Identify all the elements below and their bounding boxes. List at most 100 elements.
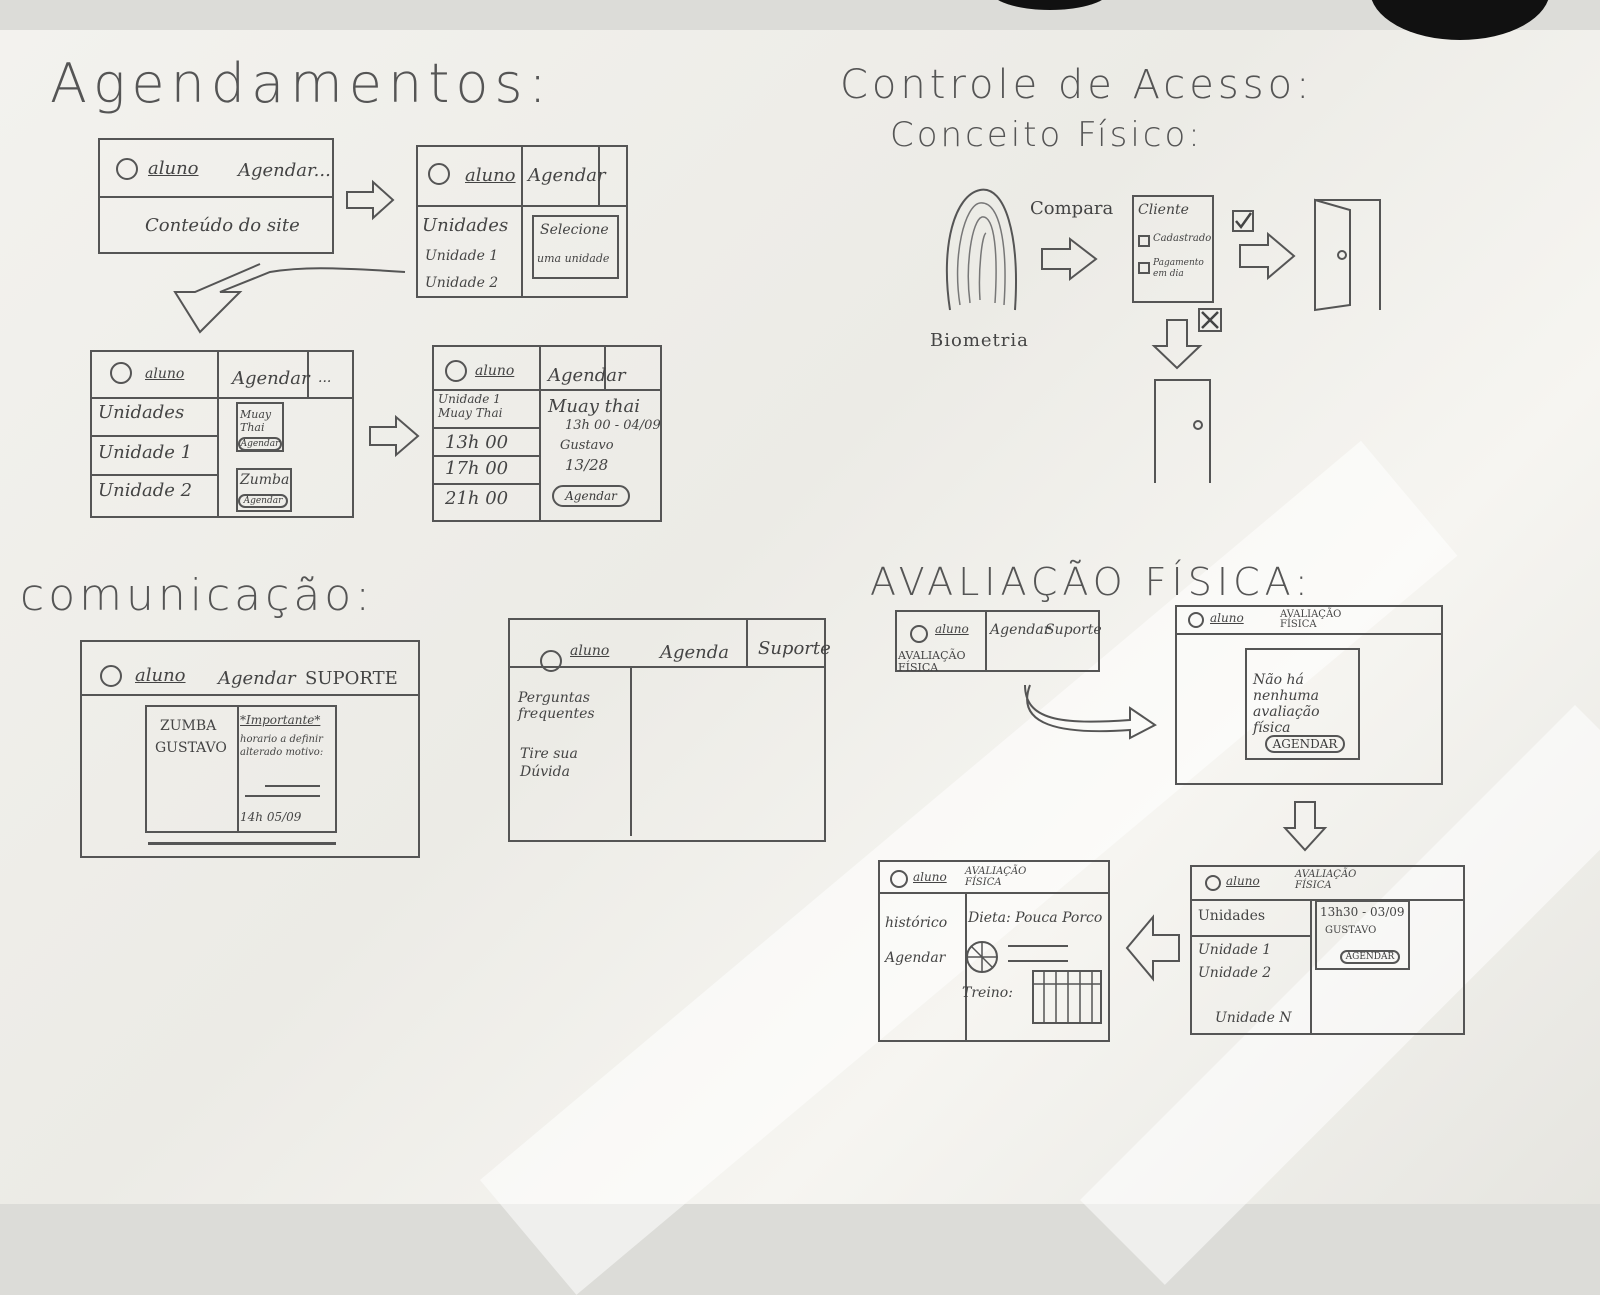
agendar-menu[interactable]: Agendar [218,668,296,689]
agendar-menu[interactable]: Agendar [548,365,626,386]
agendar-button[interactable]: Agendar [552,485,630,507]
treino-label: Treino: [962,985,1013,1001]
slot-17h[interactable]: 17h 00 [445,458,509,479]
unidade-2-item[interactable]: Unidade 2 [1198,965,1272,981]
agendar-button[interactable]: Agendar [238,494,288,508]
aluno-link[interactable]: aluno [570,643,610,659]
unidades-dropdown[interactable]: Unidades [1198,908,1266,924]
unidade-1-item[interactable]: Unidade 1 [98,442,193,463]
tire-duvida[interactable]: Tire sua Dúvida [520,746,578,780]
table-grid-icon [1032,970,1102,1024]
agendar-menu[interactable]: Agendar [885,950,946,966]
unidade-1-item[interactable]: Unidade 1 [1198,942,1272,958]
zumba-label: Zumba [240,472,290,488]
aluno-link[interactable]: aluno [135,665,186,686]
empty-state-card [1245,648,1360,760]
nao-ha-text: Não há nenhuma avaliação física [1253,672,1320,736]
arrow-left-icon [1125,914,1180,982]
agendar-button[interactable]: AGENDAR [1340,950,1400,964]
slot-21h[interactable]: 21h 00 [445,488,509,509]
arrow-right-icon [369,414,420,458]
arrow-right-icon [346,179,395,221]
dieta-label: Dieta: Pouca Porco [968,910,1103,926]
heading-comunicacao: comunicação: [20,570,375,621]
text-line [245,795,320,797]
heading-controle-acesso: Controle de Acesso: [840,62,1314,108]
detail-time: 13h 00 - 04/09 [565,418,661,433]
muay-thai-label: Muay Thai [240,408,272,434]
perguntas-frequentes[interactable]: Perguntas frequentes [518,690,595,722]
agend-screen-modalidades [90,350,354,518]
selecione-label: Selecione [540,222,609,238]
suporte-menu[interactable]: Suporte [1045,622,1102,638]
agendar-menu[interactable]: Agendar [990,622,1051,638]
aluno-link[interactable]: aluno [145,366,185,382]
check-icon [1232,210,1254,232]
more-menu[interactable]: ... [318,370,332,386]
aluno-link[interactable]: aluno [475,363,515,379]
avatar-icon [428,163,450,185]
arrow-down-icon [1282,801,1328,852]
door-open-icon [1314,198,1381,312]
agendar-button[interactable]: Agendar [238,437,282,451]
avaliacao-fisica-title: AVALIAÇÃO FÍSICA [1280,609,1342,630]
importante-label: *Importante* [240,713,321,727]
unidades-dropdown[interactable]: Unidades [98,402,185,423]
heading-conceito-fisico: Conceito Físico: [890,115,1203,155]
zumba-label: ZUMBA [160,718,217,734]
avatar-icon [540,650,562,672]
agendar-menu[interactable]: Agendar [528,165,606,186]
slot-professor: GUSTAVO [1325,925,1377,936]
curved-arrow-icon [173,263,406,334]
avatar-icon [1188,612,1204,628]
unidade-1-muay-header: Unidade 1 Muay Thai [438,392,503,420]
agendar-button[interactable]: AGENDAR [1265,735,1345,753]
aluno-link[interactable]: aluno [1226,874,1260,888]
com-screen-suporte [508,618,826,842]
aluno-link[interactable]: aluno [935,622,969,636]
cadastrado-label: Cadastrado [1153,233,1212,244]
aluno-link[interactable]: aluno [913,870,947,884]
com-screen-avisos [80,640,420,858]
dark-object-top [990,0,1110,10]
aluno-link[interactable]: aluno [148,158,199,179]
selecione-placeholder-box [532,215,619,279]
unidade-1-item[interactable]: Unidade 1 [425,248,499,264]
text-line [1008,960,1068,962]
agend-screen-horarios [432,345,662,522]
muay-thai-card [236,402,284,452]
avatar-icon [110,362,132,384]
unidade-2-item[interactable]: Unidade 2 [98,480,193,501]
agenda-menu[interactable]: Agenda [660,642,730,663]
aluno-link[interactable]: aluno [465,165,516,186]
aluno-link[interactable]: aluno [1210,611,1244,625]
slot-card [1315,900,1410,970]
detail-professor: Gustavo [560,438,614,453]
agendar-menu[interactable]: Agendar... [238,160,331,181]
biometria-label: Biometria [930,330,1029,351]
conteudo-site: Conteúdo do site [145,215,300,236]
unidades-dropdown[interactable]: Unidades [422,215,509,236]
historico-menu[interactable]: histórico [885,915,948,931]
avaliacao-fisica-menu[interactable]: AVALIAÇÃO FÍSICA [898,649,966,674]
uma-unidade-label: uma unidade [537,252,610,265]
fingerprint-icon [945,188,1017,311]
slot-13h[interactable]: 13h 00 [445,432,509,453]
suporte-menu[interactable]: Suporte [758,638,831,659]
door-closed-icon [1154,379,1211,483]
scrollbar[interactable] [148,842,336,845]
agend-screen-home [98,138,334,254]
zumba-card [236,468,292,512]
aviso-text: horario a definir alterado motivo: [240,734,324,758]
avatar-icon [445,360,467,382]
unidade-2-item[interactable]: Unidade 2 [425,275,499,291]
avatar-icon [1205,875,1221,891]
pagamento-label: Pagamento em dia [1153,258,1204,279]
aval-screen-historico [878,860,1110,1042]
cliente-label: Cliente [1138,202,1189,218]
unidade-n-item[interactable]: Unidade N [1215,1010,1292,1026]
pagamento-checkbox[interactable] [1138,262,1150,274]
cadastrado-checkbox[interactable] [1138,235,1150,247]
suporte-menu[interactable]: SUPORTE [305,668,398,689]
agendar-menu[interactable]: Agendar [232,368,310,389]
